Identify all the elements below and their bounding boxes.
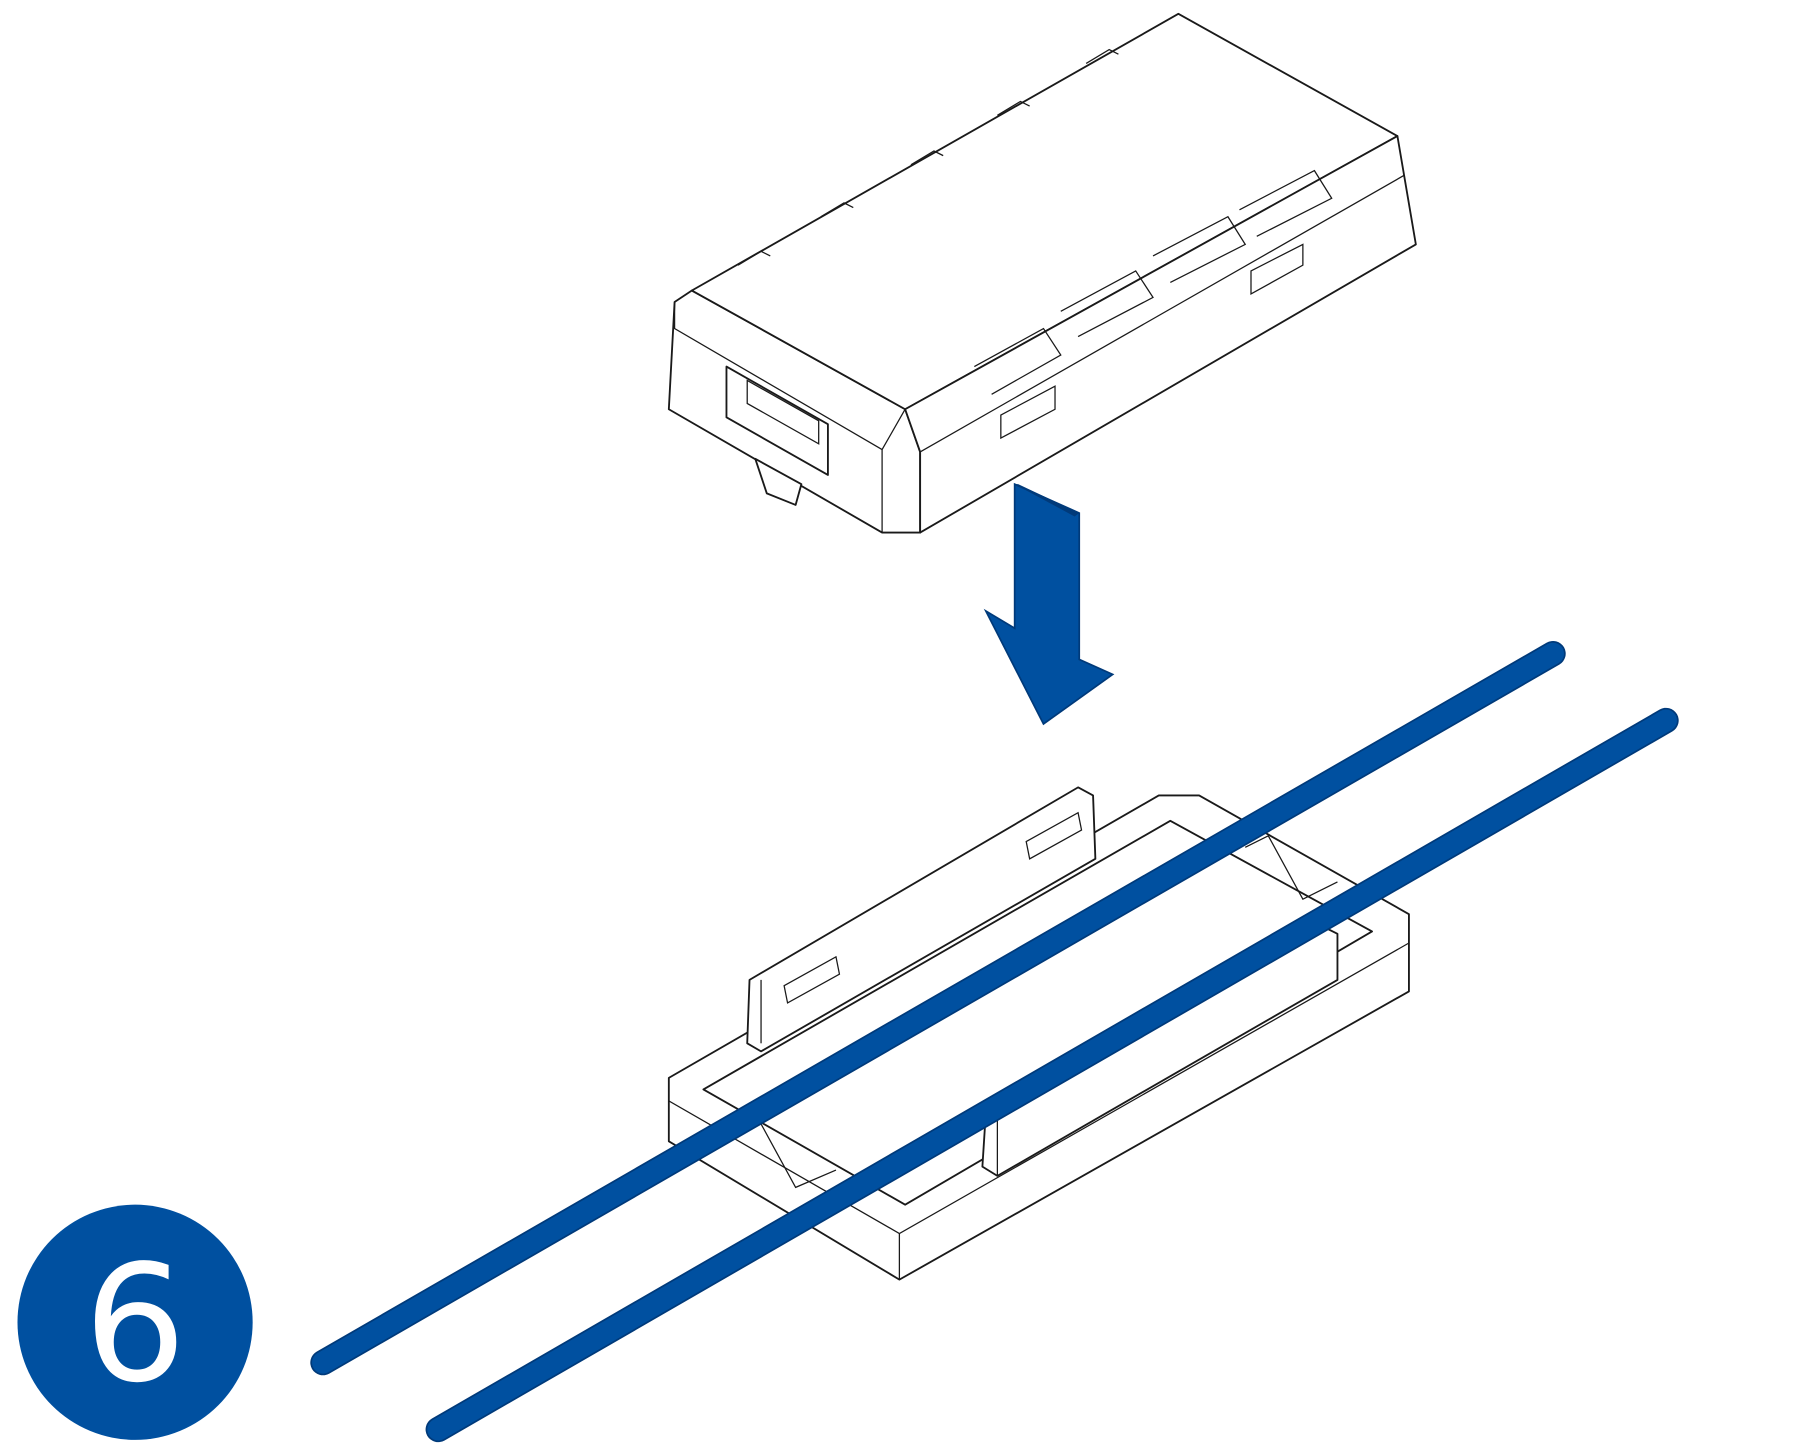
mount-bracket (667, 786, 1410, 1281)
bracket-wall-left (746, 786, 1097, 1053)
step-badge: 6 (17, 1204, 253, 1440)
down-arrow-icon (983, 482, 1115, 726)
device (667, 12, 1417, 534)
cables (310, 640, 1679, 1443)
step-number: 6 (84, 1231, 187, 1419)
